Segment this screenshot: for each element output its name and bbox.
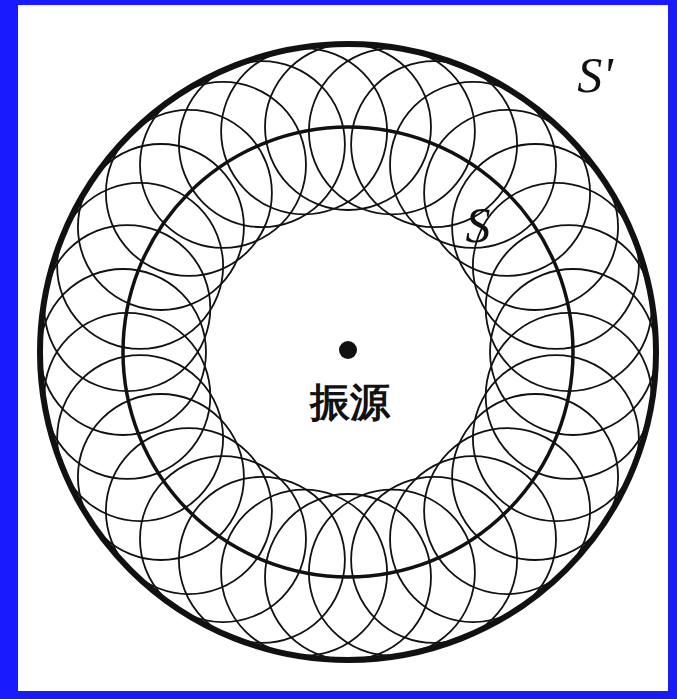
source-label: 振源 — [310, 382, 390, 422]
wavefront-label: S' — [577, 50, 613, 100]
wavefront-s-prime — [40, 44, 656, 660]
source-dot — [339, 341, 357, 359]
wavefront-label: S — [466, 200, 491, 250]
wavefront-s — [123, 127, 573, 577]
secondary-wavelets — [40, 44, 656, 660]
